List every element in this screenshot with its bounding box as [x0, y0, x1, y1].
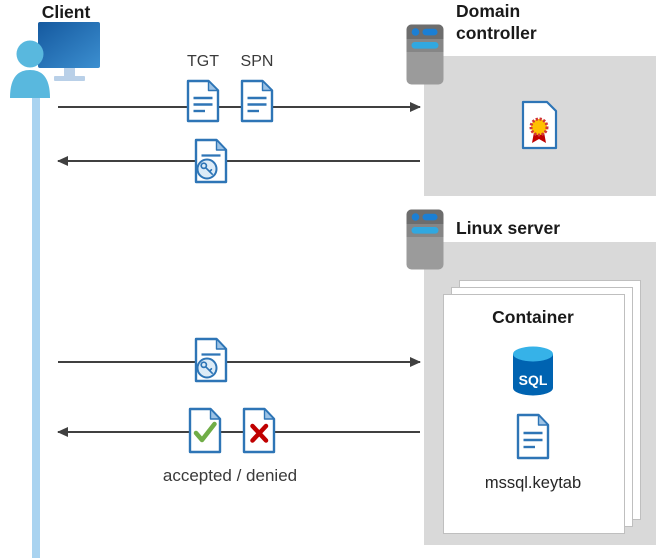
- linux-server-label: Linux server: [456, 218, 561, 238]
- accepted-document-icon: [188, 407, 222, 454]
- spn-document-icon: [240, 79, 274, 123]
- monitor-icon: [38, 22, 100, 81]
- result-response-arrow: [57, 427, 420, 437]
- denied-document-icon: [242, 407, 276, 454]
- domain-controller-server-icon: [405, 23, 445, 86]
- container-label: Container: [492, 307, 574, 327]
- tgt-spn-request-arrow: [58, 102, 421, 112]
- tgt-document-icon: [186, 79, 220, 123]
- tgt-label: TGT: [187, 53, 219, 70]
- sql-database-icon: SQL: [511, 345, 555, 397]
- result-label: accepted / denied: [162, 466, 298, 485]
- ticket-request-arrow: [58, 357, 421, 367]
- domain-controller-label: Domain controller: [456, 1, 537, 43]
- linux-server-icon: [405, 208, 445, 271]
- client-label: Client: [41, 2, 91, 22]
- sql-badge-label: SQL: [519, 372, 548, 388]
- person-icon: [10, 40, 50, 98]
- certificate-icon: [521, 100, 558, 150]
- spn-label: SPN: [240, 53, 274, 70]
- ticket-document-icon: [194, 138, 228, 184]
- client-lifeline: [32, 90, 40, 558]
- client-icon: [8, 20, 102, 98]
- ticket-response-arrow: [57, 156, 420, 166]
- ticket-document-icon-2: [194, 337, 228, 383]
- keytab-document-icon: [516, 413, 550, 460]
- keytab-label: mssql.keytab: [484, 474, 582, 492]
